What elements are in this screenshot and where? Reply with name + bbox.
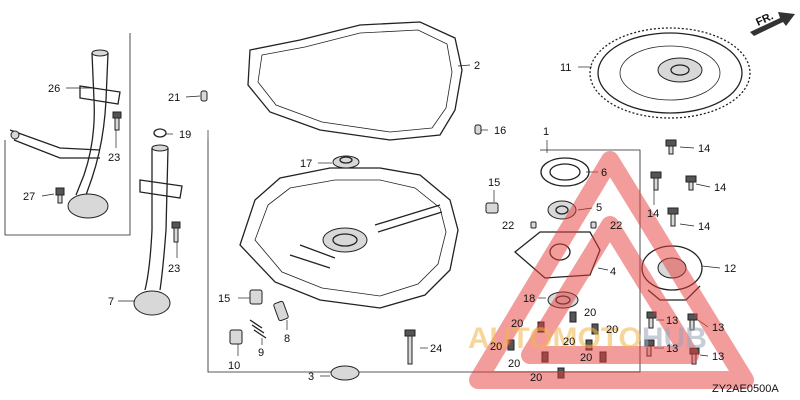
callout-7: 7	[108, 296, 114, 308]
callout-22-right: 22	[610, 220, 622, 232]
case-gasket-inner	[257, 29, 453, 133]
dowel-pin-22b	[590, 221, 597, 229]
dowel-pin-21	[200, 90, 208, 102]
callout-20-d: 20	[490, 341, 502, 353]
callout-19: 19	[179, 129, 191, 141]
diagram-code: ZY2AE0500A	[712, 383, 779, 395]
watermark-triangle-inner	[521, 216, 699, 364]
dowel-pin-16	[474, 124, 482, 135]
callout-14-d: 14	[698, 221, 710, 233]
callout-3: 3	[308, 371, 314, 383]
callout-21: 21	[168, 92, 180, 104]
callout-20-e: 20	[563, 336, 575, 348]
plug-15-lower	[249, 289, 263, 305]
oil-seal-17	[332, 155, 360, 169]
bolts-14	[650, 139, 697, 227]
callout-6: 6	[601, 167, 607, 179]
callout-26: 26	[48, 83, 60, 95]
plug-15-upper	[485, 202, 499, 214]
bolt-23-upper	[112, 111, 122, 131]
callout-12: 12	[724, 263, 736, 275]
bolt-27	[55, 187, 65, 204]
oil-pump-outer-rotor-6	[540, 157, 590, 187]
callout-23-upper: 23	[108, 152, 120, 164]
front-direction-arrow	[750, 12, 795, 36]
callout-8: 8	[284, 333, 290, 345]
bolt-23-lower	[171, 221, 181, 243]
callout-5: 5	[596, 202, 602, 214]
o-ring-19	[153, 128, 167, 138]
oil-seal-3	[330, 365, 360, 381]
watermark-text-part2: HUB	[642, 322, 707, 355]
relief-valve-assy	[229, 300, 289, 345]
dipstick-tube-lower	[133, 144, 183, 316]
callout-9: 9	[258, 347, 264, 359]
callout-2: 2	[474, 60, 480, 72]
bolt-24	[404, 329, 416, 365]
callout-13-a: 13	[666, 315, 678, 327]
callout-11: 11	[560, 62, 571, 74]
callout-16: 16	[494, 125, 506, 137]
transmission-case	[239, 167, 459, 309]
callout-20-f: 20	[508, 358, 520, 370]
dowel-pin-22a	[530, 221, 537, 229]
callout-27: 27	[23, 191, 35, 203]
callout-10: 10	[228, 360, 240, 372]
watermark-triangle-outer	[469, 151, 754, 389]
callout-18: 18	[523, 293, 535, 305]
watermark-text: AUTOMOTOHUB	[468, 322, 707, 355]
case-gasket	[247, 21, 463, 141]
callout-13-d: 13	[712, 351, 724, 363]
callout-20-h: 20	[530, 372, 542, 384]
callout-14-a: 14	[698, 143, 710, 155]
dipstick-tube-upper	[9, 49, 121, 219]
callout-23-lower: 23	[168, 263, 180, 275]
callout-24: 24	[430, 343, 442, 355]
group-frame-left	[4, 33, 131, 236]
callout-14-b: 14	[647, 208, 659, 220]
callout-20-g: 20	[580, 352, 592, 364]
callout-13-b: 13	[712, 322, 724, 334]
callout-1: 1	[543, 126, 549, 138]
flywheel-ring-gear	[589, 27, 751, 119]
callout-15-upper: 15	[488, 177, 500, 189]
callout-4: 4	[610, 266, 616, 278]
callout-13-c: 13	[666, 343, 678, 355]
callout-17: 17	[300, 158, 312, 170]
callout-22-left: 22	[502, 220, 514, 232]
watermark-text-part1: AUTOMOTO	[468, 322, 642, 355]
callout-20-c: 20	[606, 324, 618, 336]
callout-20-a: 20	[511, 318, 523, 330]
callout-14-c: 14	[714, 182, 726, 194]
callout-15-lower: 15	[218, 293, 230, 305]
callout-20-b: 20	[584, 307, 596, 319]
